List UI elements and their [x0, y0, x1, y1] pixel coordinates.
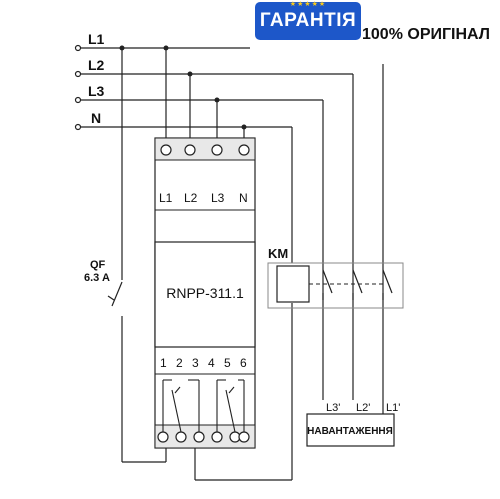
- star-rating-icon: ★★★★★: [289, 1, 327, 8]
- load-phase-label: L1': [386, 402, 400, 414]
- output-terminal-label: 5: [224, 356, 231, 370]
- line-label: N: [91, 110, 101, 126]
- input-terminal-label: N: [239, 191, 248, 205]
- line-label: L1: [88, 31, 105, 47]
- output-terminal-label: 4: [208, 356, 215, 370]
- input-terminal-label: L1: [159, 191, 173, 205]
- load-phase-label: L2': [356, 402, 370, 414]
- relay-device: [154, 137, 256, 449]
- load-box: [306, 413, 395, 447]
- line-label: L2: [88, 57, 105, 73]
- contactor-coil: [276, 265, 310, 303]
- breaker-name: QF: [90, 259, 106, 271]
- breaker-rating: 6.3 A: [84, 272, 110, 284]
- output-terminal-label: 6: [240, 356, 247, 370]
- load-phase-label: L3': [326, 402, 340, 414]
- contactor-frame: [267, 262, 404, 309]
- original-label: 100% ОРИГІНАЛ: [362, 26, 491, 43]
- device-model: RNPP-311.1: [166, 285, 244, 301]
- input-terminal-label: L3: [211, 191, 225, 205]
- output-terminal-label: 1: [160, 356, 167, 370]
- output-terminal-label: 3: [192, 356, 199, 370]
- line-label: L3: [88, 83, 105, 99]
- guarantee-badge: ГАРАНТІЯ: [255, 2, 361, 40]
- load-label: НАВАНТАЖЕННЯ: [307, 426, 393, 437]
- input-terminal-label: L2: [184, 191, 198, 205]
- contactor-label: KM: [268, 246, 288, 261]
- output-terminal-label: 2: [176, 356, 183, 370]
